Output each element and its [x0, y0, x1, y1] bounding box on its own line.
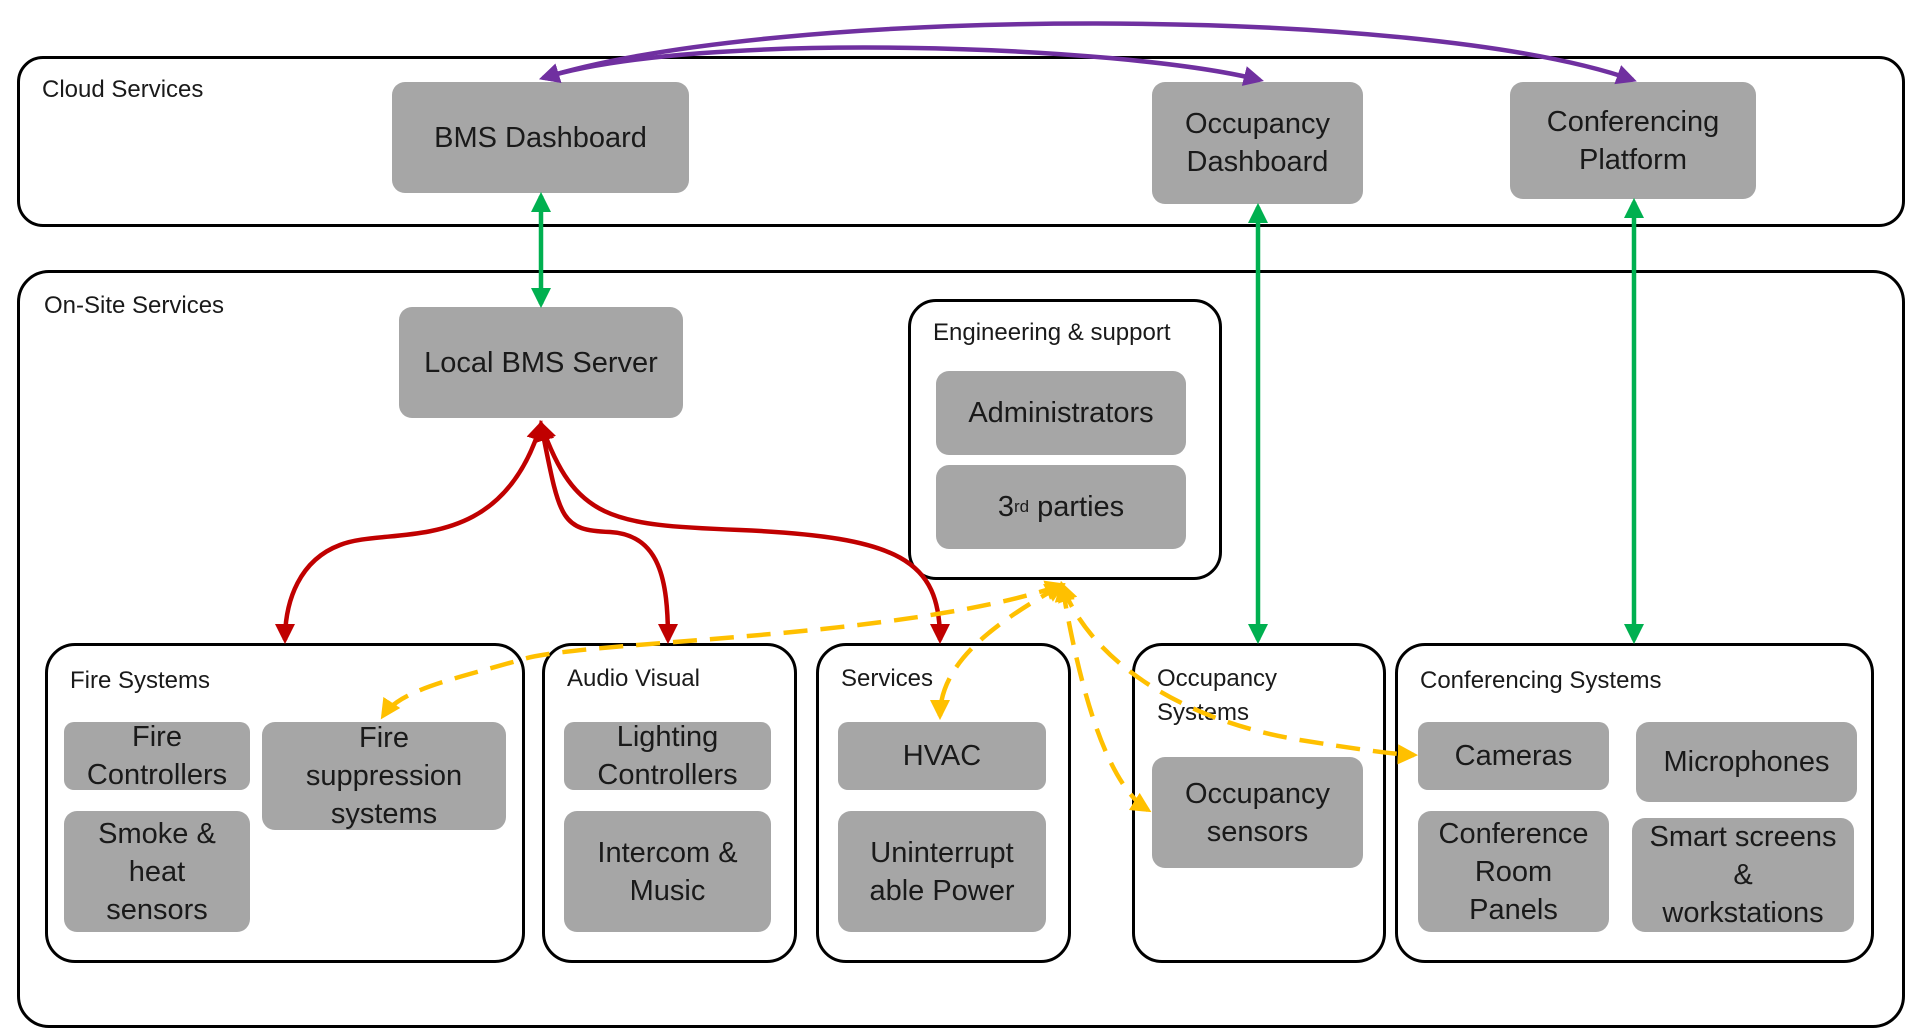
engineering-support-title: Engineering & support [933, 319, 1171, 346]
conferencing-platform-node: Conferencing Platform [1510, 82, 1756, 199]
hvac-node: HVAC [838, 722, 1046, 790]
cloud-services-title: Cloud Services [42, 76, 204, 103]
fire-systems-title: Fire Systems [70, 667, 211, 694]
audio-visual-title: Audio Visual [567, 665, 700, 692]
occupancy-sensors-node: Occupancy sensors [1152, 757, 1363, 868]
occupancy-systems-title: Occupancy Systems [1157, 665, 1278, 726]
conference-room-panels-node: Conference Room Panels [1418, 811, 1609, 932]
occupancy-dashboard-node: Occupancy Dashboard [1152, 82, 1363, 204]
administrators-node: Administrators [936, 371, 1186, 455]
uninterruptable-power-node: Uninterrupt able Power [838, 811, 1046, 932]
lighting-controllers-node: Lighting Controllers [564, 721, 771, 791]
third-parties-label: parties [1029, 491, 1125, 523]
microphones-node: Microphones [1636, 722, 1857, 802]
smoke-heat-sensors-node: Smoke & heat sensors [64, 811, 250, 932]
fire-controllers-node: Fire Controllers [64, 721, 250, 791]
smart-screens-node: Smart screens & workstations [1632, 818, 1854, 932]
third-parties-superscript: rd [1013, 497, 1030, 516]
services-title: Services [841, 665, 934, 692]
cameras-node: Cameras [1418, 722, 1609, 790]
fire-suppression-node: Fire suppression systems [262, 722, 506, 830]
intercom-music-node: Intercom & Music [564, 811, 771, 932]
onsite-services-title: On-Site Services [44, 292, 225, 319]
conferencing-systems-title: Conferencing Systems [1420, 667, 1662, 694]
local-bms-server-node: Local BMS Server [399, 307, 683, 418]
third-parties-ordinal: 3 [997, 491, 1014, 523]
bms-dashboard-node: BMS Dashboard [392, 82, 689, 193]
